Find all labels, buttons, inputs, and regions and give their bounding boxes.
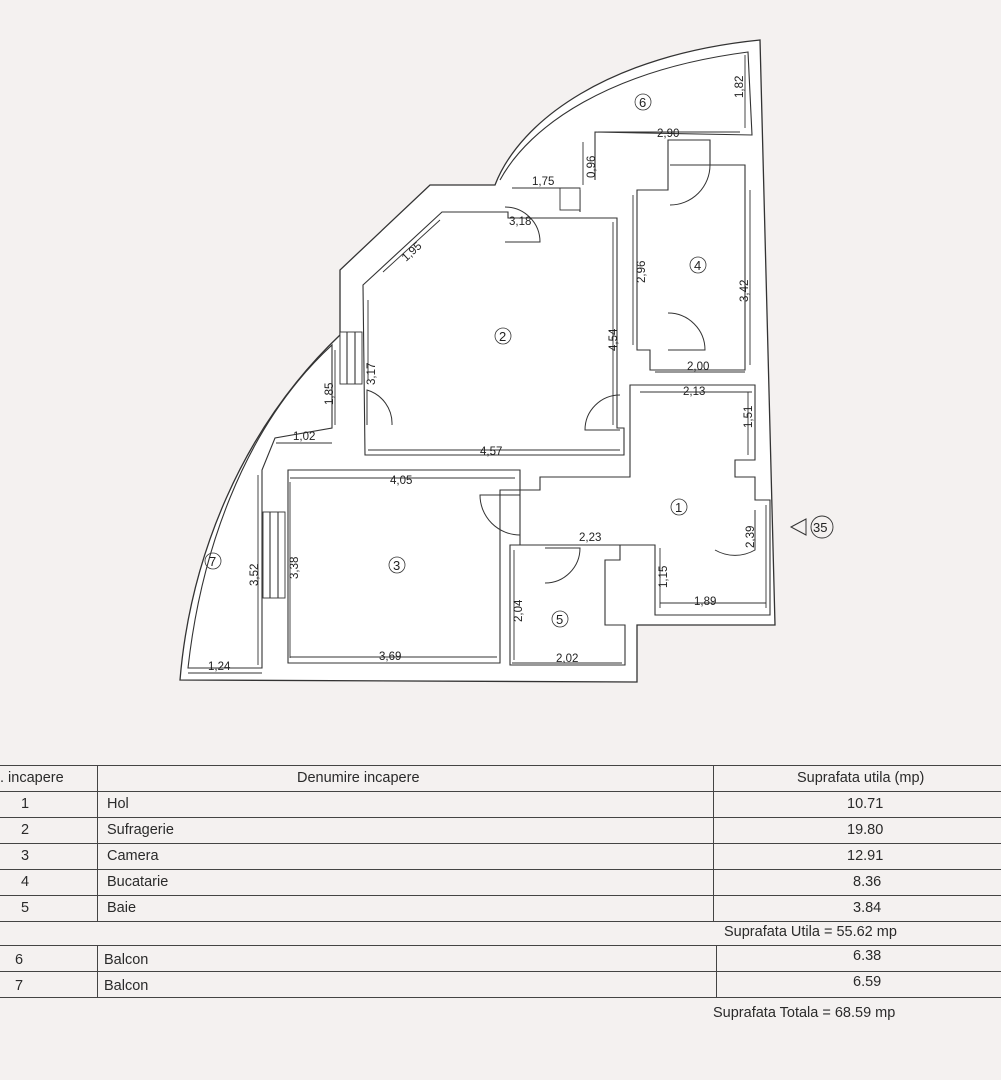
- dim-label: 1,02: [293, 431, 315, 443]
- room-5-outline: [509, 544, 626, 666]
- dim-label: 3,42: [739, 280, 751, 302]
- table-cell-area: 19.80: [847, 822, 884, 838]
- table-header-name: Denumire incapere: [297, 770, 420, 786]
- dim-label: 3,52: [249, 564, 261, 586]
- table-cell-name: Bucatarie: [107, 874, 169, 890]
- dim-label: 0,96: [586, 156, 598, 178]
- table-cell-name: Camera: [107, 848, 159, 864]
- room-numbers: 1 2 3 4 5 6 7: [204, 93, 707, 628]
- room-number-5: 5: [556, 612, 563, 627]
- table-cell-area: 3.84: [853, 900, 882, 916]
- dim-label: 4,54: [608, 328, 620, 351]
- dim-label: 3,18: [509, 216, 531, 228]
- table-header-number: . incapere: [0, 770, 64, 786]
- outer-walls: [179, 39, 776, 683]
- table-cell-area: 10.71: [847, 796, 884, 812]
- entrance-marker-label: 35: [813, 520, 827, 535]
- room-number-1: 1: [675, 500, 682, 515]
- dim-label: 1,15: [658, 566, 670, 588]
- dim-label: 2,90: [657, 128, 679, 140]
- dim-label: 2,00: [687, 361, 709, 373]
- room-number-6: 6: [639, 95, 646, 110]
- table-cell-name: Balcon: [104, 952, 149, 968]
- dim-label: 1,85: [324, 383, 336, 405]
- room-3-outline: [287, 469, 521, 664]
- dim-label: 4,57: [480, 446, 502, 458]
- table-header-area: Suprafata utila (mp): [797, 770, 925, 786]
- dim-label: 2,02: [556, 653, 578, 665]
- table-cell-nr: 4: [21, 874, 30, 890]
- table-cell-name: Hol: [107, 796, 129, 812]
- room-number-7: 7: [209, 554, 216, 569]
- total-area: Suprafata Totala = 68.59 mp: [713, 1005, 896, 1021]
- room-number-3: 3: [393, 558, 400, 573]
- dim-label: 3,17: [366, 363, 378, 385]
- dim-label: 2,23: [579, 532, 601, 544]
- dim-label: 1,24: [208, 661, 231, 673]
- room-1-outline: [519, 384, 771, 616]
- dimension-labels: 1,82 2,90 0,96 1,75 3,18 1,95 2,96 3,42 …: [208, 76, 757, 673]
- dim-label: 2,39: [745, 526, 757, 548]
- balcony-7-outline: [187, 343, 333, 669]
- dim-label: 1,51: [743, 406, 755, 428]
- table-cell-nr: 6: [15, 952, 24, 968]
- dimension-lines: [188, 55, 767, 674]
- table-cell-area: 8.36: [853, 874, 882, 890]
- table-cell-nr: 3: [21, 848, 30, 864]
- dim-label: 2,04: [513, 599, 525, 622]
- table-cell-name: Sufragerie: [107, 822, 174, 838]
- dim-label: 1,82: [734, 76, 746, 98]
- dim-label: 3,69: [379, 651, 401, 663]
- room-2-outline: [362, 211, 625, 456]
- table-cell-nr: 7: [15, 978, 24, 994]
- table-cell-nr: 5: [21, 900, 30, 916]
- dim-label: 1,75: [532, 176, 554, 188]
- table-cell-area: 6.38: [853, 948, 882, 964]
- table-cell-nr: 2: [21, 822, 30, 838]
- room-number-2: 2: [499, 329, 506, 344]
- table-cell-area: 6.59: [853, 974, 882, 990]
- floor-plan: 1,82 2,90 0,96 1,75 3,18 1,95 2,96 3,42 …: [179, 39, 834, 683]
- dim-label: 4,05: [390, 475, 412, 487]
- entrance-marker: 35: [789, 515, 834, 539]
- dim-label: 1,89: [694, 596, 716, 608]
- dim-label: 2,96: [636, 261, 648, 283]
- dim-label: 2,13: [683, 386, 705, 398]
- table-cell-area: 12.91: [847, 848, 884, 864]
- room-4-outline: [636, 139, 746, 371]
- balcony-6-outline: [499, 51, 753, 181]
- useful-area-total: Suprafata Utila = 55.62 mp: [724, 924, 897, 940]
- table-cell-name: Balcon: [104, 978, 149, 994]
- dim-label: 3,38: [289, 557, 301, 579]
- table-cell-name: Baie: [107, 900, 137, 916]
- room-number-4: 4: [694, 258, 701, 273]
- table-cell-nr: 1: [21, 796, 30, 812]
- entrance-arrow-icon: [789, 518, 807, 536]
